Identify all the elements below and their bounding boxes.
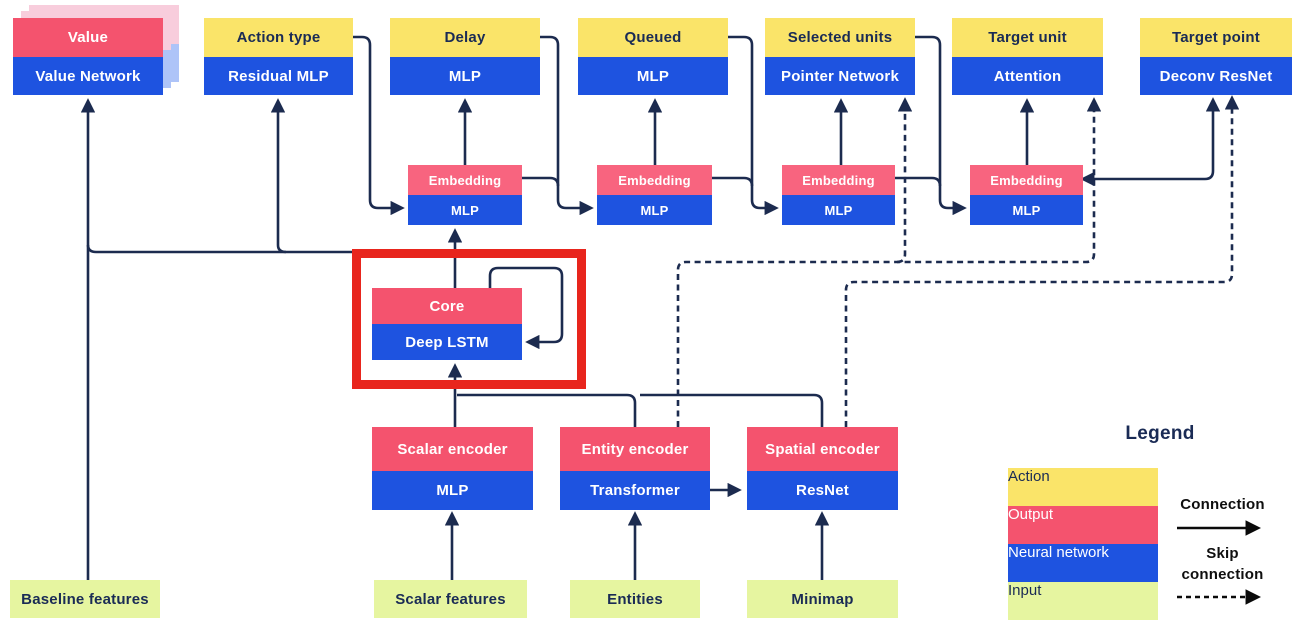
embedding-2: Embedding MLP <box>597 165 712 225</box>
target-unit-label: Target unit <box>952 18 1103 57</box>
head-value: Value Value Network <box>13 18 163 95</box>
entity-encoder: Entity encoder Transformer <box>560 427 710 510</box>
embedding-1: Embedding MLP <box>408 165 522 225</box>
embedding-1-label: Embedding <box>408 165 522 195</box>
queued-label: Queued <box>578 18 728 57</box>
embedding-3: Embedding MLP <box>782 165 895 225</box>
delay-mlp-label: MLP <box>390 57 540 95</box>
embedding-2-mlp-label: MLP <box>597 195 712 225</box>
embedding-2-label: Embedding <box>597 165 712 195</box>
legend-color-key: Action Output Neural network Input <box>1008 468 1158 620</box>
embedding-3-mlp-label: MLP <box>782 195 895 225</box>
head-target-unit: Target unit Attention <box>952 18 1103 95</box>
value-label: Value <box>13 18 163 57</box>
target-point-label: Target point <box>1140 18 1292 57</box>
deconv-resnet-label: Deconv ResNet <box>1140 57 1292 95</box>
head-target-point: Target point Deconv ResNet <box>1140 18 1292 95</box>
head-selected-units: Selected units Pointer Network <box>765 18 915 95</box>
scalar-encoder: Scalar encoder MLP <box>372 427 533 510</box>
skip-connection-spatial-to-deconv <box>844 95 1240 427</box>
scalar-encoder-mlp-label: MLP <box>372 471 533 510</box>
delay-label: Delay <box>390 18 540 57</box>
queued-mlp-label: MLP <box>578 57 728 95</box>
legend-title: Legend <box>1125 423 1195 444</box>
action-type-label: Action type <box>204 18 353 57</box>
embedding-1-mlp-label: MLP <box>408 195 522 225</box>
legend-skip-label-line1: Skip <box>1206 545 1239 562</box>
legend-connection-label: Connection <box>1180 496 1265 513</box>
legend-skip-label-line2: connection <box>1181 566 1264 583</box>
entity-encoder-label: Entity encoder <box>560 427 710 471</box>
skip-connection-entity-to-pointer-and-attention <box>676 97 1102 427</box>
resnet-label: ResNet <box>747 471 898 510</box>
core-node: Core Deep LSTM <box>372 288 522 360</box>
scalar-encoder-label: Scalar encoder <box>372 427 533 471</box>
input-entities: Entities <box>570 580 700 618</box>
connection-inputs-to-encoders <box>444 511 830 580</box>
embedding-3-label: Embedding <box>782 165 895 195</box>
input-minimap: Minimap <box>747 580 898 618</box>
attention-label: Attention <box>952 57 1103 95</box>
embedding-4-label: Embedding <box>970 165 1083 195</box>
input-scalar-features: Scalar features <box>374 580 527 618</box>
legend-input-swatch: Input <box>1008 582 1158 620</box>
pointer-network-label: Pointer Network <box>765 57 915 95</box>
highlight-rectangle <box>352 249 586 389</box>
spatial-encoder-label: Spatial encoder <box>747 427 898 471</box>
connection-embeddings-up <box>457 98 1035 165</box>
selected-units-label: Selected units <box>765 18 915 57</box>
legend-network-swatch: Neural network <box>1008 544 1158 582</box>
deep-lstm-label: Deep LSTM <box>372 324 522 360</box>
spatial-encoder: Spatial encoder ResNet <box>747 427 898 510</box>
input-baseline-features: Baseline features <box>10 580 160 618</box>
legend-action-swatch: Action <box>1008 468 1158 506</box>
transformer-label: Transformer <box>560 471 710 510</box>
legend-output-swatch: Output <box>1008 506 1158 544</box>
head-queued: Queued MLP <box>578 18 728 95</box>
head-delay: Delay MLP <box>390 18 540 95</box>
head-action-type: Action type Residual MLP <box>204 18 353 95</box>
residual-mlp-label: Residual MLP <box>204 57 353 95</box>
embedding-4-mlp-label: MLP <box>970 195 1083 225</box>
value-network-label: Value Network <box>13 57 163 95</box>
embedding-4: Embedding MLP <box>970 165 1083 225</box>
core-label: Core <box>372 288 522 324</box>
